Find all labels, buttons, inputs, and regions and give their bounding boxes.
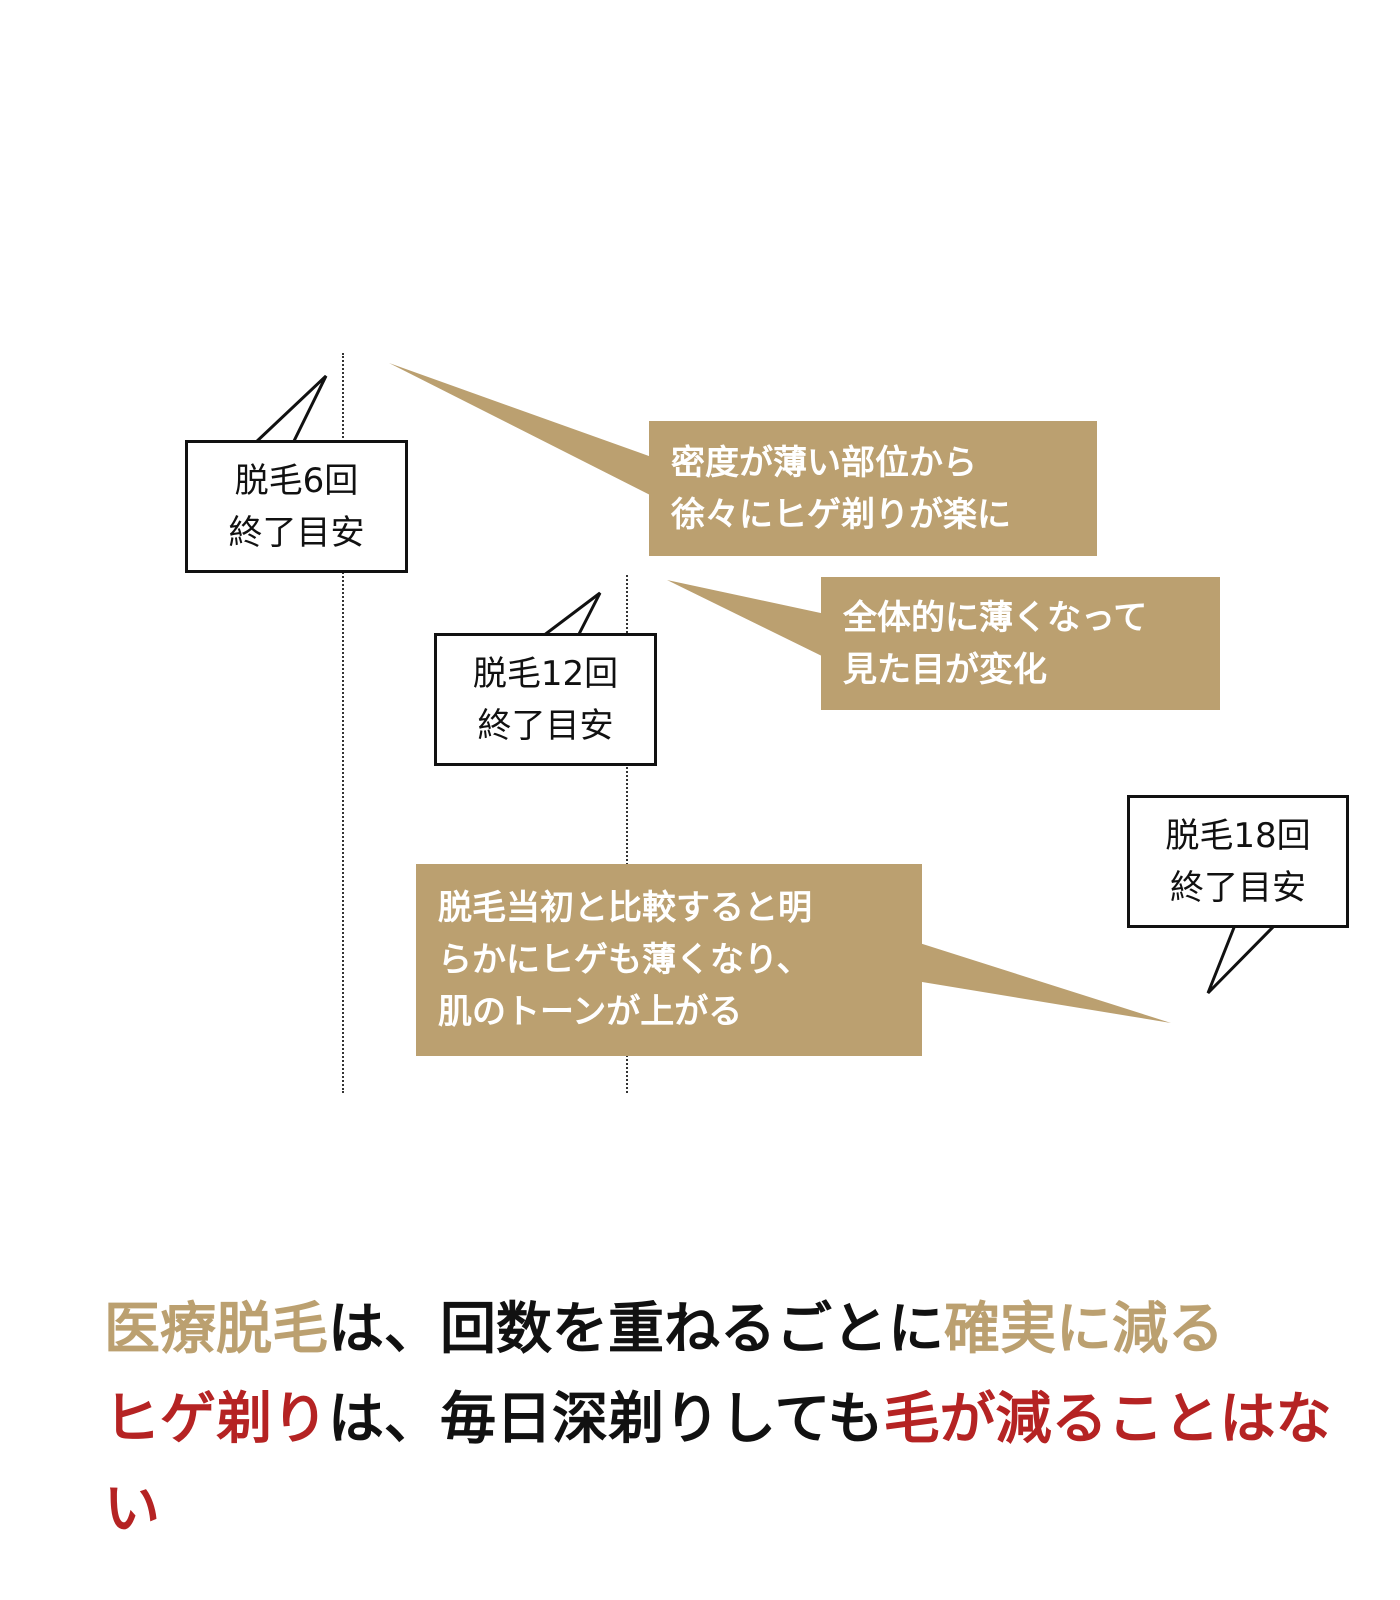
milestone-sub: 終了目安 bbox=[477, 705, 614, 746]
note-3: 脱毛当初と比較すると明 らかにヒゲも薄くなり、 肌のトーンが上がる bbox=[416, 864, 922, 1056]
note-text: 徐々にヒゲ剃りが楽に bbox=[671, 494, 1011, 535]
highlight-medical-hair-removal: 医療脱毛 bbox=[104, 1297, 328, 1362]
milestone-3-tail bbox=[1206, 923, 1279, 995]
summary-text: 医療脱毛は、回数を重ねるごとに確実に減る ヒゲ剃りは、毎日深剃りしても毛が減るこ… bbox=[104, 1285, 1344, 1555]
note-text: らかにヒゲも薄くなり、 bbox=[438, 940, 811, 980]
milestone-label: 脱毛12回 bbox=[472, 653, 619, 694]
milestone-18-sessions: 脱毛18回 終了目安 bbox=[1127, 795, 1349, 928]
timeline-divider-6 bbox=[342, 353, 344, 1093]
milestone-sub: 終了目安 bbox=[1170, 867, 1306, 908]
summary-line-2: ヒゲ剃りは、毎日深剃りしても毛が減ることはない bbox=[104, 1375, 1344, 1555]
milestone-1-tail bbox=[251, 374, 328, 445]
note-1: 密度が薄い部位から 徐々にヒゲ剃りが楽に bbox=[649, 421, 1097, 556]
note-text: 肌のトーンが上がる bbox=[438, 992, 743, 1032]
note-text: 密度が薄い部位から bbox=[671, 442, 977, 483]
milestone-label: 脱毛18回 bbox=[1165, 815, 1311, 856]
highlight-surely-reduces: 確実に減る bbox=[944, 1297, 1224, 1362]
highlight-shaving: ヒゲ剃り bbox=[104, 1387, 328, 1452]
note-3-tail bbox=[910, 940, 1171, 1023]
milestone-2-tail bbox=[538, 591, 602, 638]
milestone-sub: 終了目安 bbox=[228, 512, 365, 553]
milestone-label: 脱毛6回 bbox=[234, 460, 359, 501]
milestone-12-sessions: 脱毛12回 終了目安 bbox=[434, 633, 657, 766]
note-text: 全体的に薄くなって bbox=[843, 597, 1148, 638]
highlight-not-reduce: 毛が減ることはない bbox=[104, 1387, 1332, 1542]
summary-body: は、回数を重ねるごとに bbox=[328, 1297, 944, 1362]
note-text: 見た目が変化 bbox=[843, 649, 1047, 690]
milestone-6-sessions: 脱毛6回 終了目安 bbox=[185, 440, 408, 573]
note-2-tail bbox=[667, 580, 830, 660]
note-1-tail bbox=[389, 363, 660, 500]
summary-body: は、毎日深剃りしても bbox=[328, 1387, 884, 1452]
note-text: 脱毛当初と比較すると明 bbox=[438, 888, 812, 928]
note-2: 全体的に薄くなって 見た目が変化 bbox=[821, 577, 1220, 710]
timeline-divider-12 bbox=[626, 575, 628, 1093]
summary-line-1: 医療脱毛は、回数を重ねるごとに確実に減る bbox=[104, 1285, 1344, 1375]
